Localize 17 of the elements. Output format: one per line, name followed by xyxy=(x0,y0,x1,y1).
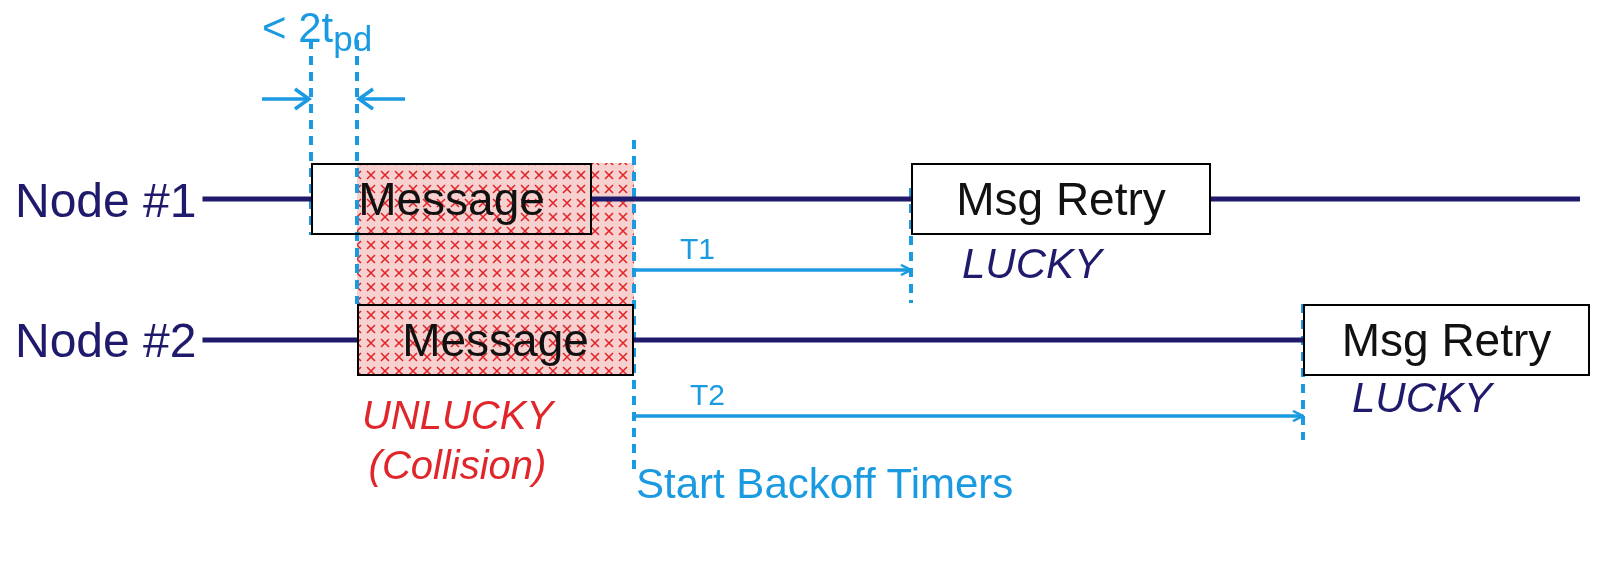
outcome-label: LUCKY xyxy=(962,240,1103,288)
timeline xyxy=(592,196,911,202)
message-box: Msg Retry xyxy=(911,163,1211,235)
node-label: Node #1 xyxy=(15,170,237,230)
timeline xyxy=(634,337,1303,343)
collision-note: UNLUCKY (Collision) xyxy=(360,392,557,489)
timeline xyxy=(1211,196,1580,202)
message-box: Message xyxy=(311,163,592,235)
outcome-label: LUCKY xyxy=(1352,374,1493,422)
timer-arrow xyxy=(634,409,1305,423)
timeline xyxy=(202,196,311,202)
message-box: Message xyxy=(357,304,634,376)
backoff-note: Start Backoff Timers xyxy=(636,459,1015,509)
node-label: Node #2 xyxy=(15,310,237,370)
message-box: Msg Retry xyxy=(1303,304,1590,376)
timer-arrow xyxy=(634,263,913,277)
timeline xyxy=(202,337,357,343)
